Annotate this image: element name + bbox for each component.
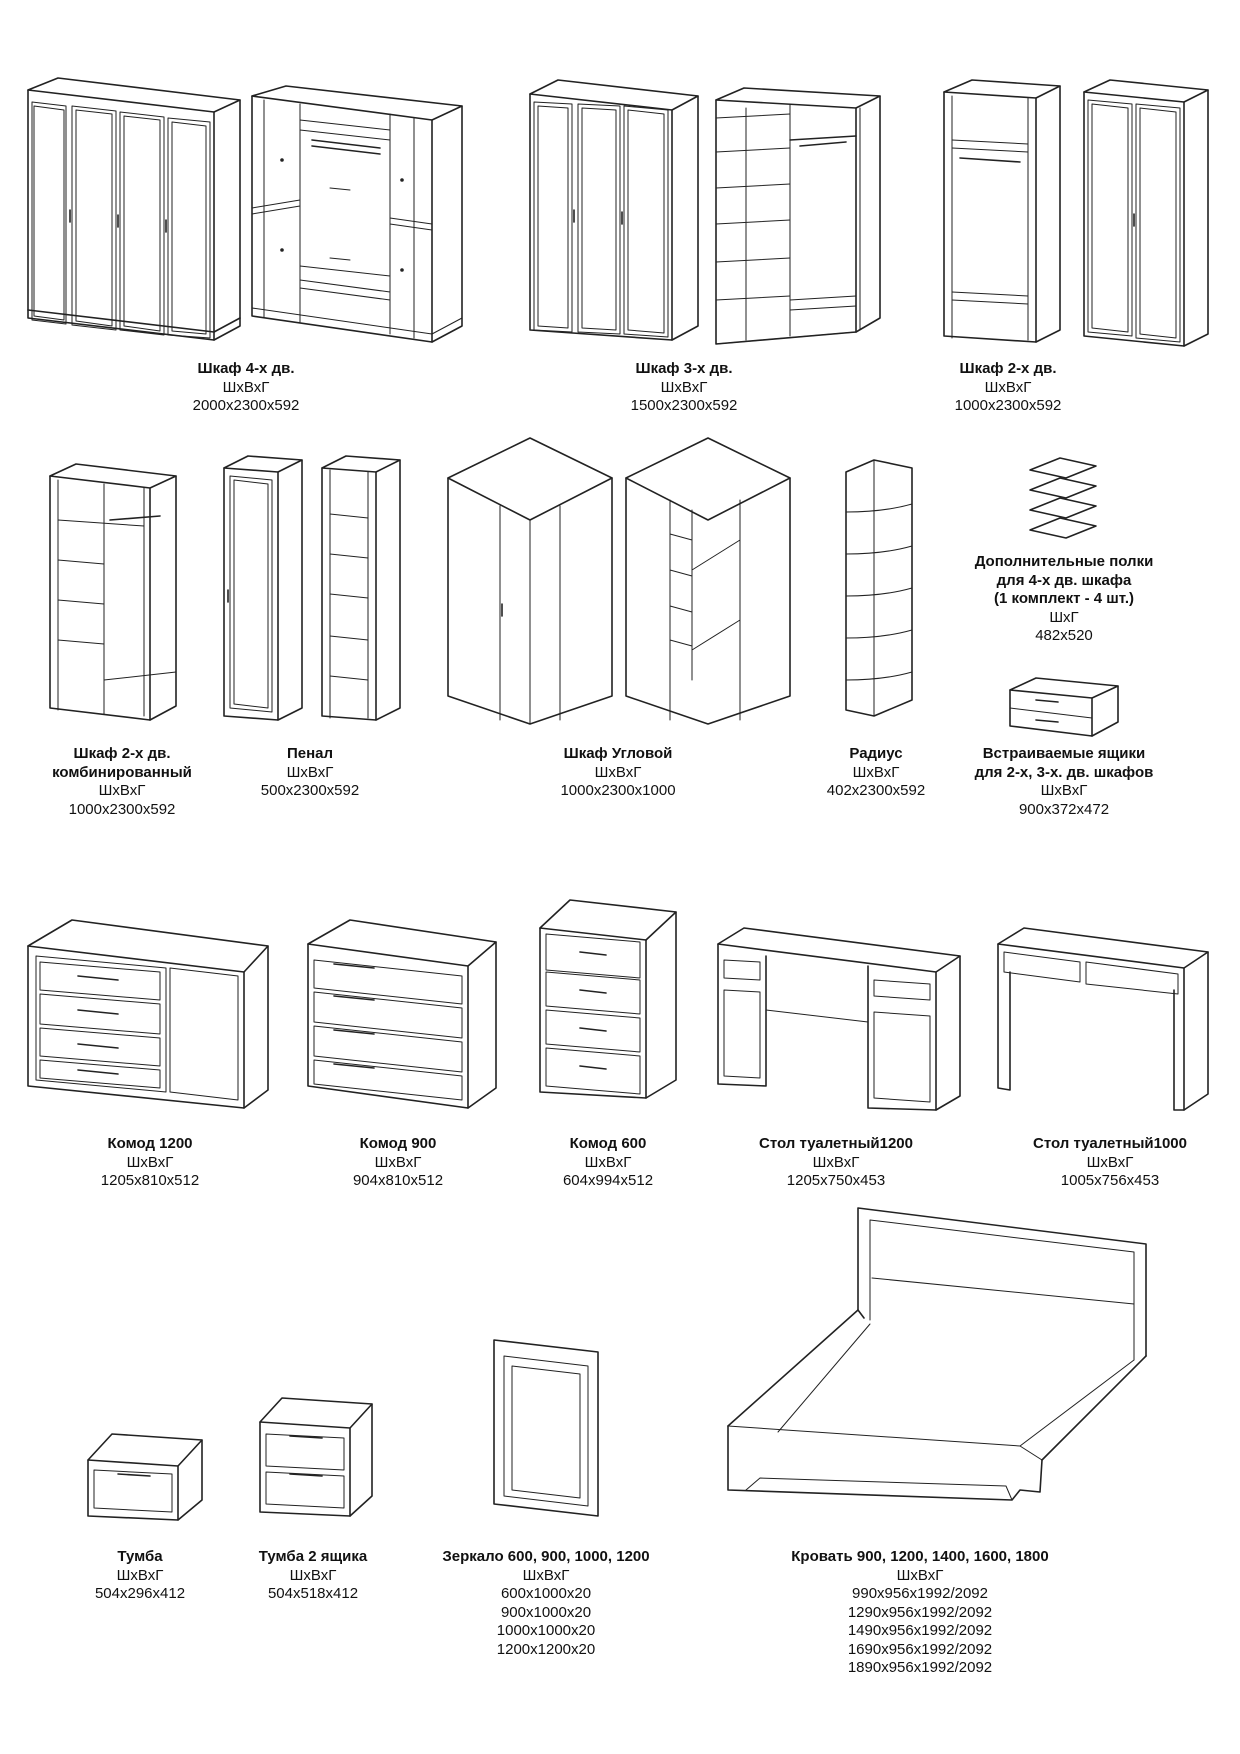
item-title-line: для 2-х, 3-х. дв. шкафов — [974, 763, 1154, 781]
item-dims: 604х994х512 — [562, 1172, 654, 1189]
caption-commode-600: Комод 600 ШхВхГ 604х994х512 — [563, 1135, 653, 1191]
caption-wardrobe-3-door: Шкаф 3-х дв. ШхВхГ 1500х2300х592 — [631, 360, 738, 416]
item-dims: 900х1000х20 — [500, 1603, 592, 1621]
item-unit: ШхВхГ — [896, 1566, 944, 1584]
caption-dressing-table-1000: Стол туалетный1000 ШхВхГ 1005х756х453 — [1033, 1135, 1187, 1191]
item-dims: 1000х2300х592 — [68, 800, 176, 818]
item-dims: 1490х956х1992/2092 — [847, 1622, 993, 1639]
item-dims: 1000х2300х592 — [954, 397, 1062, 414]
caption-corner-wardrobe: Шкаф Угловой ШхВхГ 1000х2300х1000 — [560, 745, 675, 801]
item-unit: ШхВхГ — [594, 763, 642, 781]
item-dims: 1205х810х512 — [100, 1172, 200, 1189]
item-title-line: для 4-х дв. шкафа — [996, 571, 1132, 589]
item-title: Шкаф 3-х дв. — [635, 360, 733, 377]
item-dims: 1005х756х453 — [1060, 1172, 1160, 1189]
caption-wardrobe-combined: Шкаф 2-х дв. комбинированный ШхВхГ 1000х… — [52, 745, 192, 819]
item-title: Шкаф 4-х дв. — [197, 360, 295, 377]
item-unit: ШхВхГ — [374, 1153, 422, 1171]
item-title: Пенал — [286, 745, 334, 762]
item-unit: ШхВхГ — [1086, 1153, 1134, 1171]
item-unit: ШхВхГ — [98, 782, 146, 799]
item-title-line: комбинированный — [52, 763, 192, 781]
item-dims: 1290х956х1992/2092 — [847, 1603, 993, 1621]
item-title: Стол туалетный1200 — [759, 1135, 913, 1152]
item-dims: 600х1000х20 — [500, 1585, 592, 1602]
item-dims: 402х2300х592 — [826, 782, 926, 799]
item-title: Комод 600 — [569, 1135, 647, 1152]
item-unit: ШхВхГ — [222, 378, 270, 396]
item-title-line: Шкаф 2-х дв. — [73, 745, 171, 762]
item-title: Кровать 900, 1200, 1400, 1600, 1800 — [791, 1548, 1049, 1565]
item-dims: 1205х750х453 — [786, 1172, 886, 1189]
item-unit: ШхВхГ — [286, 763, 334, 781]
item-dims: 504х518х412 — [267, 1585, 359, 1602]
item-dims: 2000х2300х592 — [192, 397, 300, 414]
item-title: Комод 1200 — [107, 1135, 193, 1152]
item-unit: ШхВхГ — [852, 763, 900, 781]
caption-wardrobe-4-door: Шкаф 4-х дв. ШхВхГ 2000х2300х592 — [193, 360, 300, 416]
item-dims: 1500х2300х592 — [630, 397, 738, 414]
item-unit: ШхВхГ — [584, 1153, 632, 1171]
item-dims: 500х2300х592 — [260, 782, 360, 799]
item-title-line: (1 комплект - 4 шт.) — [994, 590, 1134, 607]
caption-bedside: Тумба ШхВхГ 504х296х412 — [95, 1548, 185, 1604]
item-dims: 904х810х512 — [352, 1172, 444, 1189]
caption-commode-900: Комод 900 ШхВхГ 904х810х512 — [353, 1135, 443, 1191]
item-unit: ШхВхГ — [116, 1566, 164, 1584]
item-dims: 1890х956х1992/2092 — [847, 1659, 993, 1676]
caption-mirror: Зеркало 600, 900, 1000, 1200 ШхВхГ 600х1… — [442, 1548, 649, 1659]
item-title: Стол туалетный1000 — [1033, 1135, 1187, 1152]
item-title: Шкаф Угловой — [563, 745, 673, 762]
item-dims: 990х956х1992/2092 — [852, 1585, 988, 1602]
item-dims: 900х372х472 — [1018, 800, 1110, 818]
caption-bedside-2-drawers: Тумба 2 ящика ШхВхГ 504х518х412 — [259, 1548, 367, 1604]
item-dims: 504х296х412 — [94, 1585, 186, 1602]
caption-built-in-drawers: Встраиваемые ящики для 2-х, 3-х. дв. шка… — [975, 745, 1154, 819]
caption-commode-1200: Комод 1200 ШхВхГ 1205х810х512 — [101, 1135, 199, 1191]
item-unit: ШхВхГ — [984, 378, 1032, 396]
caption-bed: Кровать 900, 1200, 1400, 1600, 1800 ШхВх… — [791, 1548, 1048, 1678]
item-title: Радиус — [849, 745, 903, 762]
item-title-line: Встраиваемые ящики — [982, 745, 1146, 762]
item-dims: 1200х1200х20 — [496, 1640, 596, 1658]
caption-wardrobe-2-door: Шкаф 2-х дв. ШхВхГ 1000х2300х592 — [955, 360, 1062, 416]
item-title: Тумба — [117, 1548, 163, 1565]
item-unit: ШхВхГ — [1040, 782, 1088, 799]
caption-penal: Пенал ШхВхГ 500х2300х592 — [261, 745, 359, 801]
item-unit: ШхВхГ — [522, 1566, 570, 1584]
item-dims: 1690х956х1992/2092 — [847, 1640, 993, 1658]
item-unit: ШхВхГ — [289, 1566, 337, 1584]
item-unit: ШхВхГ — [660, 378, 708, 396]
item-dims: 482х520 — [1035, 627, 1093, 644]
item-title: Зеркало 600, 900, 1000, 1200 — [442, 1548, 650, 1565]
item-title: Тумба 2 ящика — [258, 1548, 368, 1565]
item-title: Комод 900 — [359, 1135, 437, 1152]
item-title: Шкаф 2-х дв. — [959, 360, 1057, 377]
caption-dressing-table-1200: Стол туалетный1200 ШхВхГ 1205х750х453 — [759, 1135, 913, 1191]
item-unit: ШхВхГ — [126, 1153, 174, 1171]
item-dims: 1000х1000х20 — [496, 1622, 596, 1639]
item-unit: ШхВхГ — [812, 1153, 860, 1171]
item-title-line: Дополнительные полки — [974, 553, 1154, 570]
caption-radius: Радиус ШхВхГ 402х2300х592 — [827, 745, 925, 801]
item-dims: 1000х2300х1000 — [560, 782, 676, 799]
caption-extra-shelves: Дополнительные полки для 4-х дв. шкафа (… — [975, 553, 1154, 646]
item-unit: ШхГ — [1049, 608, 1079, 626]
